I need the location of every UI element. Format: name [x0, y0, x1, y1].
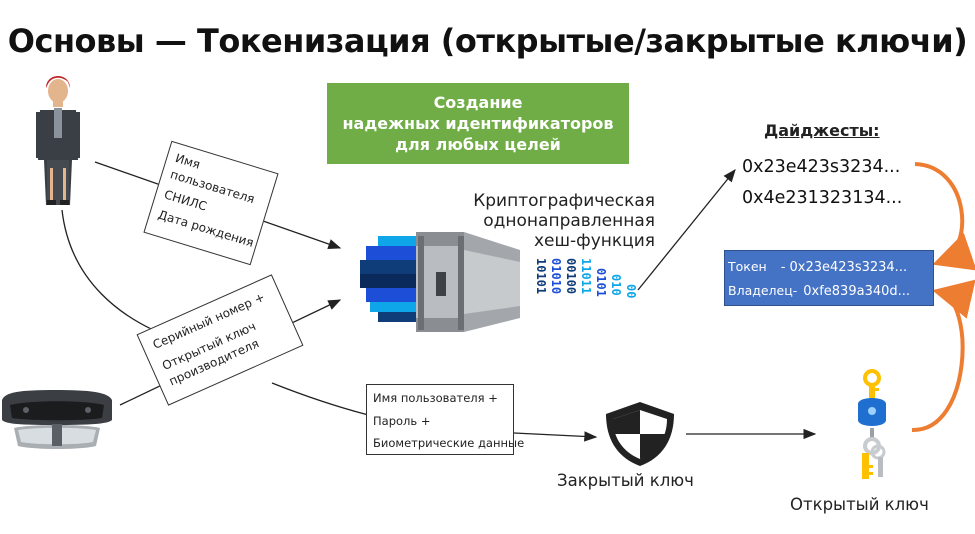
digest-value: 0x4e231323134...	[742, 188, 903, 208]
keys-icon	[858, 369, 886, 479]
goal-line: для любых целей	[395, 135, 561, 154]
binary-output: 10101 01010 00100 11011 0101 010 00	[534, 258, 638, 298]
hash-label-line: хеш-функция	[533, 231, 655, 251]
digests-heading: Дайджесты:	[764, 121, 880, 140]
private-key-caption: Закрытый ключ	[557, 471, 694, 490]
token-row: Токен - 0x23e423s3234...	[728, 259, 907, 275]
note-line: Пароль +	[373, 413, 431, 428]
connector-lines	[61, 161, 817, 442]
hash-label-line: однонаправленная	[483, 211, 655, 231]
binary-column: 00	[624, 284, 638, 298]
binary-column: 10101	[534, 258, 548, 294]
owner-row: Владелец- 0xfe839a340d...	[728, 283, 910, 299]
public-key-caption: Открытый ключ	[790, 495, 929, 514]
secret-data-note: Имя пользователя + Пароль + Биометрическ…	[366, 384, 525, 455]
orange-arrow-key-to-owner	[911, 279, 975, 433]
binary-column: 01010	[549, 258, 563, 294]
owner-label: Владелец-	[728, 283, 798, 298]
binary-column: 11011	[579, 258, 593, 294]
orange-arrows	[911, 162, 975, 433]
mixed-reality-headset-icon	[2, 390, 112, 449]
note-line: Имя пользователя +	[373, 391, 498, 405]
digest-value: 0x23e423s3234...	[742, 157, 901, 177]
owner-value: 0xfe839a340d...	[803, 284, 911, 299]
goal-line: надежных идентификаторов	[342, 114, 614, 133]
binary-column: 010	[609, 274, 623, 296]
binary-column: 00100	[564, 258, 578, 294]
token-value: - 0x23e423s3234...	[780, 260, 908, 275]
person-icon	[36, 76, 80, 205]
arrow-secret-to-shield	[513, 431, 598, 442]
hash-function-icon	[360, 232, 520, 332]
binary-column: 0101	[594, 268, 608, 297]
arrow-hash-to-digest	[637, 168, 736, 291]
token-panel: Токен - 0x23e423s3234... Владелец- 0xfe8…	[724, 250, 934, 306]
shield-icon	[606, 402, 674, 466]
goal-line: Создание	[433, 93, 523, 112]
note-line: Биометрические данные	[373, 436, 525, 450]
orange-arrow-digest-to-token	[914, 162, 975, 271]
token-label: Токен	[728, 259, 767, 274]
hash-function-label: Криптографическая однонаправленная хеш-ф…	[440, 191, 655, 251]
hash-label-line: Криптографическая	[473, 191, 655, 211]
goal-box: Создание надежных идентификаторов для лю…	[327, 83, 629, 164]
page-title: Основы — Токенизация (открытые/закрытые …	[7, 22, 968, 60]
